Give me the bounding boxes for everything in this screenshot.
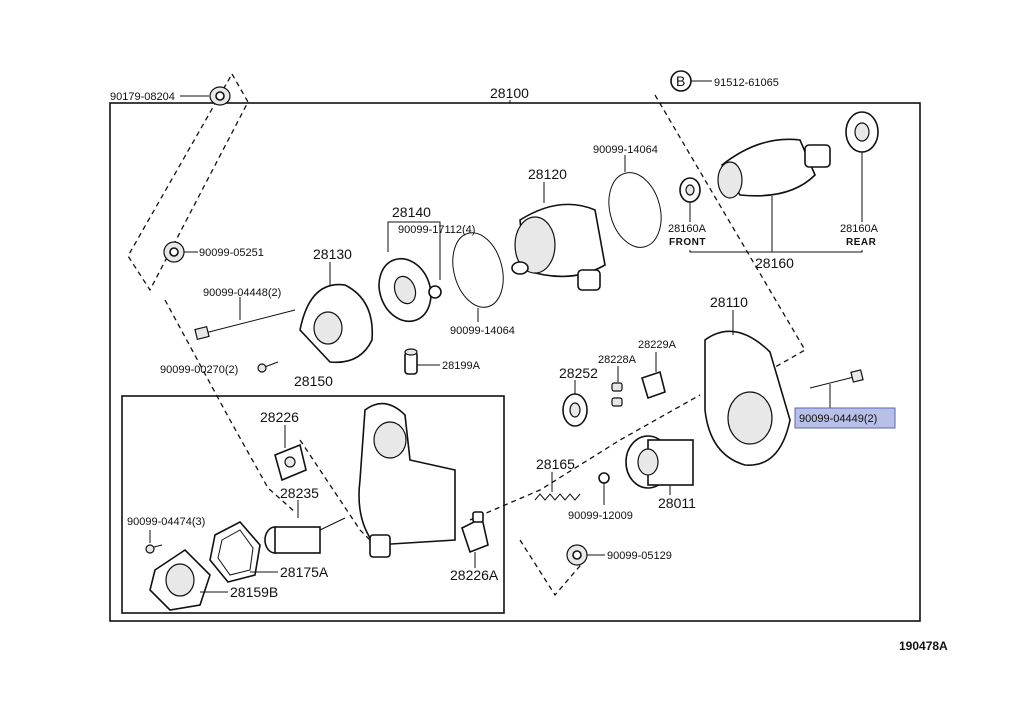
retainer-28229a bbox=[641, 370, 666, 400]
label-90099-17112: 90099-17112(4) bbox=[398, 224, 475, 236]
yoke-28120 bbox=[511, 203, 606, 291]
label-28160a-front: 28160A bbox=[668, 223, 707, 235]
nut-90099-05251 bbox=[163, 241, 185, 263]
label-28228a: 28228A bbox=[598, 354, 637, 366]
idler-gear-28252 bbox=[562, 393, 588, 427]
label-28140: 28140 bbox=[392, 204, 431, 220]
label-28199a: 28199A bbox=[442, 360, 481, 372]
dashed-guide-left bbox=[164, 299, 296, 513]
label-90099-04449[interactable]: 90099-04449(2) bbox=[799, 413, 877, 425]
assembly-label: 28100 bbox=[490, 85, 529, 101]
through-bolt-90099-04448 bbox=[194, 309, 296, 341]
brush-holder-28140 bbox=[378, 257, 442, 323]
label-90099-05251: 90099-05251 bbox=[199, 247, 264, 259]
label-28011: 28011 bbox=[658, 495, 696, 511]
figure-code: 190478A bbox=[899, 639, 948, 653]
label-rear: REAR bbox=[846, 237, 877, 248]
callout-b: B bbox=[676, 73, 685, 89]
label-90179-08204: 90179-08204 bbox=[110, 91, 175, 103]
label-28175a: 28175A bbox=[280, 564, 329, 580]
label-28160a-rear: 28160A bbox=[840, 223, 879, 235]
screw-90099-00270 bbox=[257, 361, 279, 373]
dashed-guide-center-left bbox=[299, 439, 386, 556]
label-28165: 28165 bbox=[536, 456, 575, 472]
label-front: FRONT bbox=[669, 237, 706, 248]
label-28160: 28160 bbox=[755, 255, 794, 271]
cover-28159b bbox=[149, 548, 211, 611]
dashed-guide-center bbox=[469, 394, 701, 521]
label-90099-04448: 90099-04448(2) bbox=[203, 287, 281, 299]
label-28226a: 28226A bbox=[450, 567, 499, 583]
dashed-guide-bottom bbox=[519, 539, 586, 597]
bearing-front-28160a bbox=[679, 177, 701, 203]
clutch-28011 bbox=[625, 435, 694, 489]
bearing-rear-28160a bbox=[845, 111, 879, 153]
label-90099-12009: 90099-12009 bbox=[568, 510, 633, 522]
dashed-guide-top-left bbox=[127, 73, 249, 292]
label-28226: 28226 bbox=[260, 409, 299, 425]
nut-90099-05129 bbox=[566, 544, 588, 566]
assembly-frame bbox=[109, 102, 921, 622]
label-90099-14064-top: 90099-14064 bbox=[593, 144, 658, 156]
bolt-90099-04449 bbox=[809, 369, 864, 389]
spring-28165 bbox=[534, 493, 581, 501]
sub-assembly-frame bbox=[121, 395, 505, 614]
label-90099-04474: 90099-04474(3) bbox=[127, 516, 205, 528]
highlight-90099-04449[interactable] bbox=[794, 407, 896, 429]
housing-28110 bbox=[704, 330, 791, 466]
label-90099-14064-mid: 90099-14064 bbox=[450, 325, 515, 337]
end-frame-28130 bbox=[299, 283, 374, 364]
terminal-28226a bbox=[461, 511, 489, 554]
terminal-28226 bbox=[274, 443, 307, 482]
nut-90179-08204 bbox=[209, 86, 231, 106]
o-ring-middle bbox=[452, 232, 504, 308]
label-28229a: 28229A bbox=[638, 339, 677, 351]
label-28110: 28110 bbox=[710, 294, 748, 310]
bushing-28199a bbox=[404, 348, 418, 375]
armature-28160 bbox=[717, 138, 831, 199]
screw-90099-04474 bbox=[145, 544, 163, 554]
ball-90099-12009 bbox=[598, 472, 610, 484]
label-28130: 28130 bbox=[313, 246, 352, 262]
magnet-switch-28150 bbox=[358, 402, 456, 558]
label-90099-00270: 90099-00270(2) bbox=[160, 364, 238, 376]
label-90099-05129: 90099-05129 bbox=[607, 550, 672, 562]
label-28235: 28235 bbox=[280, 485, 319, 501]
sub-assembly-label: 28150 bbox=[294, 373, 333, 389]
ball-28228a bbox=[611, 382, 623, 407]
label-28252: 28252 bbox=[559, 365, 598, 381]
plunger-28235 bbox=[264, 517, 346, 554]
label-28159b: 28159B bbox=[230, 584, 278, 600]
label-91512-61065: 91512-61065 bbox=[714, 77, 779, 89]
gasket-28175a bbox=[209, 520, 261, 583]
label-28120: 28120 bbox=[528, 166, 567, 182]
o-ring-top bbox=[608, 172, 662, 248]
